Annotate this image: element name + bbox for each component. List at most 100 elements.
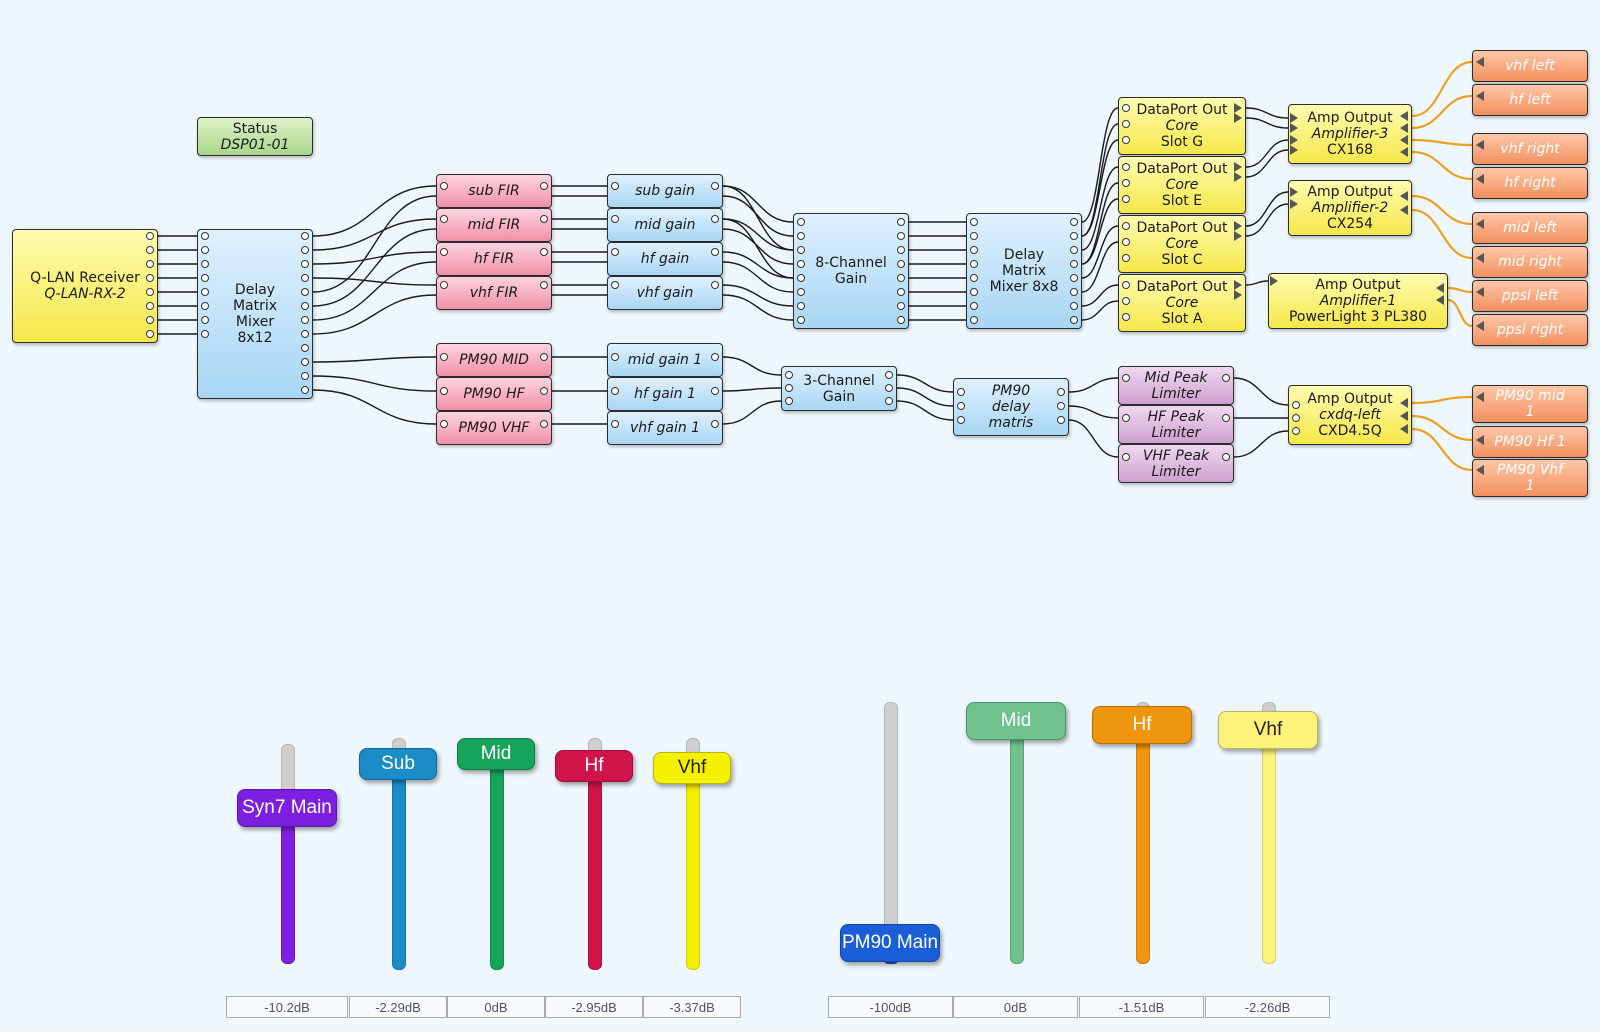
port[interactable] bbox=[1122, 254, 1130, 262]
port[interactable] bbox=[301, 316, 309, 324]
port-arrow[interactable] bbox=[1290, 135, 1298, 145]
port[interactable] bbox=[1070, 302, 1078, 310]
port[interactable] bbox=[897, 274, 905, 282]
port[interactable] bbox=[201, 232, 209, 240]
amp-output-cxdq-left-block[interactable]: Amp Output cxdq-left CXD4.5Q bbox=[1288, 385, 1412, 445]
port[interactable] bbox=[146, 232, 154, 240]
vhf-gain-block[interactable]: vhf gain bbox=[607, 276, 723, 310]
port[interactable] bbox=[885, 384, 893, 392]
amp-output-amplifier-2-block[interactable]: Amp Output Amplifier-2 CX254 bbox=[1288, 180, 1412, 236]
port-arrow[interactable] bbox=[1400, 205, 1408, 215]
delay-matrix-8x8-block[interactable]: Delay Matrix Mixer 8x8 bbox=[966, 213, 1082, 329]
hf-gain-1-block[interactable]: hf gain 1 bbox=[607, 377, 723, 411]
output-vhf-right[interactable]: vhf right bbox=[1472, 133, 1588, 165]
delay-matrix-8x12-block[interactable]: Delay Matrix Mixer 8x12 bbox=[197, 229, 313, 399]
fader-readout[interactable]: -3.37dB bbox=[643, 996, 741, 1018]
output-hf-right[interactable]: hf right bbox=[1472, 167, 1588, 199]
port[interactable] bbox=[301, 288, 309, 296]
fader-readout[interactable]: -2.26dB bbox=[1205, 996, 1330, 1018]
port-arrow[interactable] bbox=[1476, 287, 1484, 297]
port-arrow[interactable] bbox=[1400, 111, 1408, 121]
port[interactable] bbox=[970, 302, 978, 310]
port[interactable] bbox=[440, 248, 448, 256]
hf-gain-block[interactable]: hf gain bbox=[607, 242, 723, 276]
port-arrow[interactable] bbox=[1476, 253, 1484, 263]
vhf-peak-limiter-block[interactable]: VHF Peak Limiter bbox=[1118, 444, 1234, 483]
port[interactable] bbox=[1070, 218, 1078, 226]
port[interactable] bbox=[1292, 401, 1300, 409]
port[interactable] bbox=[440, 353, 448, 361]
vhf-fir-block[interactable]: vhf FIR bbox=[436, 276, 552, 310]
port[interactable] bbox=[301, 302, 309, 310]
port[interactable] bbox=[1222, 414, 1230, 422]
port[interactable] bbox=[301, 386, 309, 394]
port[interactable] bbox=[301, 274, 309, 282]
port[interactable] bbox=[970, 288, 978, 296]
port-arrow[interactable] bbox=[1400, 123, 1408, 133]
port-arrow[interactable] bbox=[1400, 191, 1408, 201]
port-arrow[interactable] bbox=[1234, 221, 1242, 231]
port[interactable] bbox=[711, 248, 719, 256]
port[interactable] bbox=[201, 288, 209, 296]
port[interactable] bbox=[711, 281, 719, 289]
port[interactable] bbox=[1122, 195, 1130, 203]
port-arrow[interactable] bbox=[1476, 465, 1484, 475]
fader-knob-mid[interactable]: Mid bbox=[966, 702, 1066, 740]
fader-knob-vhf[interactable]: Vhf bbox=[653, 751, 731, 784]
output-ppsl-right[interactable]: ppsl right bbox=[1472, 314, 1588, 346]
port[interactable] bbox=[540, 215, 548, 223]
port[interactable] bbox=[201, 302, 209, 310]
port[interactable] bbox=[897, 218, 905, 226]
output-hf-left[interactable]: hf left bbox=[1472, 84, 1588, 116]
port[interactable] bbox=[301, 344, 309, 352]
port[interactable] bbox=[440, 182, 448, 190]
mid-peak-limiter-block[interactable]: Mid Peak Limiter bbox=[1118, 366, 1234, 405]
fader-knob-hf[interactable]: Hf bbox=[1092, 706, 1192, 745]
dataport-slot-a-block[interactable]: DataPort Out Core Slot A bbox=[1118, 274, 1246, 332]
port-arrow[interactable] bbox=[1476, 91, 1484, 101]
port[interactable] bbox=[1292, 427, 1300, 435]
port[interactable] bbox=[1222, 453, 1230, 461]
port-arrow[interactable] bbox=[1234, 162, 1242, 172]
port-arrow[interactable] bbox=[1290, 113, 1298, 123]
port-arrow[interactable] bbox=[1436, 295, 1444, 305]
port-arrow[interactable] bbox=[1290, 199, 1298, 209]
port[interactable] bbox=[711, 387, 719, 395]
port[interactable] bbox=[1122, 222, 1130, 230]
gain-3-channel-block[interactable]: 3-Channel Gain bbox=[781, 366, 897, 411]
port[interactable] bbox=[146, 330, 154, 338]
port-arrow[interactable] bbox=[1476, 140, 1484, 150]
gain-8-channel-block[interactable]: 8-Channel Gain bbox=[793, 213, 909, 329]
fader-track[interactable] bbox=[884, 702, 898, 936]
port[interactable] bbox=[970, 218, 978, 226]
output-mid-left[interactable]: mid left bbox=[1472, 212, 1588, 244]
port[interactable] bbox=[797, 232, 805, 240]
status-block[interactable]: Status DSP01-01 bbox=[197, 117, 313, 156]
output-vhf-left[interactable]: vhf left bbox=[1472, 50, 1588, 82]
amp-output-amplifier-1-block[interactable]: Amp Output Amplifier-1 PowerLight 3 PL38… bbox=[1268, 273, 1448, 329]
port[interactable] bbox=[611, 353, 619, 361]
port-arrow[interactable] bbox=[1290, 123, 1298, 133]
port-arrow[interactable] bbox=[1234, 231, 1242, 241]
port-arrow[interactable] bbox=[1476, 219, 1484, 229]
port[interactable] bbox=[1222, 374, 1230, 382]
port[interactable] bbox=[146, 288, 154, 296]
port[interactable] bbox=[440, 387, 448, 395]
port[interactable] bbox=[897, 302, 905, 310]
port[interactable] bbox=[1292, 414, 1300, 422]
port[interactable] bbox=[711, 353, 719, 361]
port[interactable] bbox=[1122, 281, 1130, 289]
port[interactable] bbox=[885, 397, 893, 405]
sub-fir-block[interactable]: sub FIR bbox=[436, 174, 552, 208]
pm90-delay-matris-block[interactable]: PM90 delay matris bbox=[953, 378, 1069, 436]
fader-readout[interactable]: -10.2dB bbox=[226, 996, 348, 1018]
port[interactable] bbox=[970, 316, 978, 324]
dataport-slot-e-block[interactable]: DataPort Out Core Slot E bbox=[1118, 156, 1246, 214]
port[interactable] bbox=[797, 246, 805, 254]
port[interactable] bbox=[611, 281, 619, 289]
fader-knob-mid[interactable]: Mid bbox=[457, 738, 535, 770]
output-pm90-mid-1[interactable]: PM90 mid 1 bbox=[1472, 385, 1588, 423]
pm90-mid-block[interactable]: PM90 MID bbox=[436, 343, 552, 377]
fader-knob-sub[interactable]: Sub bbox=[359, 747, 437, 780]
port[interactable] bbox=[440, 281, 448, 289]
